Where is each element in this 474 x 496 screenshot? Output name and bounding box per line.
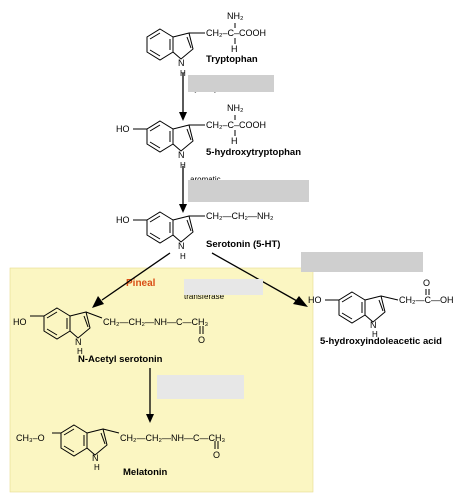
arrow-n-acetyl-to-melatonin — [146, 368, 154, 423]
n-acetyl-serotonin-ring-h: H — [77, 347, 83, 356]
pineal-label: Pineal — [126, 278, 156, 289]
hiaa-name: 5-hydroxyindoleacetic acid — [320, 336, 442, 347]
hydroxytryptophan-ring-n: N — [178, 150, 185, 160]
hiaa-carbonyl-o: O — [423, 278, 430, 288]
enzyme-fragment-step2: aromatic — [190, 175, 221, 184]
enzyme-mask-step5 — [301, 252, 423, 272]
enzyme-mask-step1 — [188, 75, 274, 92]
serotonin-ho: HO — [116, 215, 130, 225]
melatonin-side-chain: CH₂—CH₂—NH—C—CH₃ — [120, 433, 225, 443]
tryptophan-ring-h: H — [180, 69, 186, 78]
hiaa-ho: HO — [308, 295, 322, 305]
hydroxytryptophan-h: H — [231, 136, 238, 146]
n-acetyl-serotonin-carbonyl-o: O — [198, 335, 205, 345]
hiaa-ring-h: H — [372, 330, 378, 339]
hydroxytryptophan-structure: HO N H CH₂–C–COOH NH₂ H 5-hydroxytryptop… — [116, 103, 301, 170]
n-acetyl-serotonin-name: N-Acetyl serotonin — [78, 354, 163, 365]
serotonin-ring-n: N — [178, 241, 185, 251]
melatonin-carbonyl-o: O — [213, 450, 220, 460]
enzyme-mask-step3 — [184, 279, 263, 295]
hydroxytryptophan-side-chain: CH₂–C–COOH — [206, 120, 266, 130]
enzyme-mask-step4 — [157, 375, 244, 399]
serotonin-ring-h: H — [180, 252, 186, 261]
n-acetyl-serotonin-ring-n: N — [75, 337, 82, 347]
enzyme-mask-step2 — [188, 180, 309, 202]
hydroxytryptophan-ho: HO — [116, 124, 130, 134]
tryptophan-amine: NH₂ — [227, 11, 244, 21]
tryptophan-h: H — [231, 44, 238, 54]
tryptophan-name: Tryptophan — [206, 54, 258, 65]
arrow-serotonin-to-n-acetyl — [92, 252, 171, 308]
enzyme-fragment-step3: transferase — [184, 292, 225, 301]
n-acetyl-serotonin-ho: HO — [13, 317, 27, 327]
n-acetyl-serotonin-structure: HO N H CH₂—CH₂—NH—C—CH₃ O N-Acetyl serot… — [13, 307, 208, 365]
arrow-5htp-to-serotonin — [179, 166, 187, 213]
melatonin-ring-n: N — [92, 453, 99, 463]
hydroxytryptophan-amine: NH₂ — [227, 103, 244, 113]
hiaa-structure: HO O N H CH₂—C—OH 5-hydroxyindoleacetic … — [308, 278, 454, 347]
tryptophan-structure: N H CH₂–C–COOH NH₂ H Tryptophan — [146, 11, 266, 78]
melatonin-ring-h: H — [94, 463, 100, 472]
hydroxytryptophan-ring-h: H — [180, 161, 186, 170]
tryptophan-ring-n: N — [178, 58, 185, 68]
hiaa-ring-n: N — [370, 320, 377, 330]
melatonin-name: Melatonin — [123, 467, 168, 478]
serotonin-name: Serotonin (5-HT) — [206, 239, 280, 250]
arrow-serotonin-to-hiaa — [211, 252, 308, 307]
tryptophan-side-chain: CH₂–C–COOH — [206, 28, 266, 38]
hydroxytryptophan-name: 5-hydroxytryptophan — [206, 147, 301, 158]
serotonin-side-chain: CH₂—CH₂—NH₂ — [206, 211, 274, 221]
n-acetyl-serotonin-side-chain: CH₂—CH₂—NH—C—CH₃ — [103, 317, 208, 327]
melatonin-methoxy: CH₃–O — [16, 433, 45, 443]
serotonin-structure: HO N H CH₂—CH₂—NH₂ Serotonin (5-HT) — [116, 211, 280, 261]
arrow-tryptophan-to-5htp — [179, 73, 187, 121]
melatonin-structure: CH₃–O N H CH₂—CH₂—NH—C—CH₃ O Melatonin — [16, 424, 225, 478]
hiaa-side-chain: CH₂—C—OH — [399, 295, 454, 305]
